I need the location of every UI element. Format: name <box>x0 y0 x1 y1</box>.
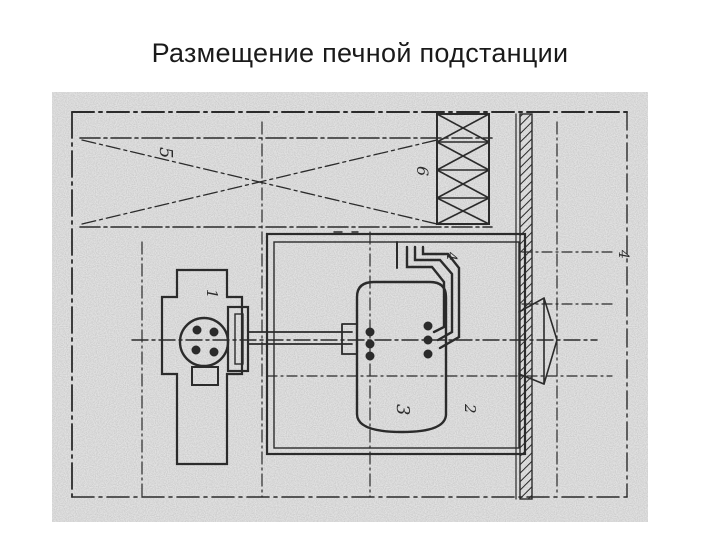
rotor-bolt <box>209 327 219 337</box>
rotor-bolt <box>192 325 202 335</box>
rotor-bolt <box>191 345 201 355</box>
furnace-neck <box>341 323 358 355</box>
lattice-tower <box>436 113 490 225</box>
motor-flange <box>226 305 250 373</box>
motor-flange-inner <box>234 313 244 365</box>
paper-grain <box>52 92 648 522</box>
label-room: 2 <box>461 403 479 414</box>
label-furnace: 3 <box>392 404 413 415</box>
label-motor-unit: 1 <box>203 289 221 299</box>
chamber-cross-2 <box>81 139 438 225</box>
electrode <box>365 327 375 337</box>
label-side-dimension: 4 <box>615 249 631 259</box>
electrode <box>365 351 375 361</box>
furnace-vessel <box>355 280 448 434</box>
cable-bundle <box>405 245 461 350</box>
lattice-diagonals <box>436 113 490 225</box>
label-cable: 4 <box>443 251 459 261</box>
rotor-bolt <box>209 347 219 357</box>
converging-lines <box>518 296 558 386</box>
substation-layout-drawing: 5 6 4 4 1 3 2 <box>52 92 648 522</box>
motor-unit <box>160 268 244 466</box>
electrode <box>365 339 375 349</box>
label-transformer-room-mid: 6 <box>413 166 432 176</box>
electrode <box>423 335 433 345</box>
motor-base <box>191 366 219 386</box>
label-transformer-room-upper: 5 <box>155 147 176 158</box>
slide-title: Размещение печной подстанции <box>151 38 569 68</box>
electrode <box>423 321 433 331</box>
electrode <box>423 349 433 359</box>
